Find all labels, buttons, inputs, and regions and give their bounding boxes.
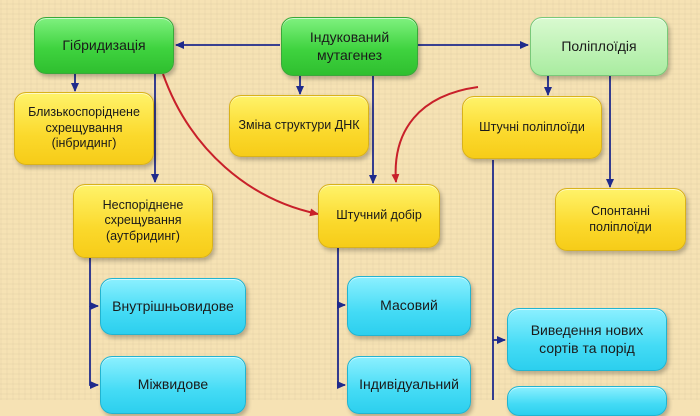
- node-intraspecific: Внутрішньовидове: [100, 278, 246, 335]
- node-artificial-polyploids: Штучні поліплоїди: [462, 96, 602, 159]
- node-inbreeding: Близькоспоріднене схрещування (інбридинг…: [14, 92, 154, 165]
- arrow-polyploids-to-new-varieties: [492, 160, 506, 344]
- arrow-outbreeding-to-intraspecific: [89, 258, 99, 310]
- red-arrow-polyploids-to-selection: [391, 86, 479, 183]
- node-individual-selection: Індивідуальний: [347, 356, 471, 414]
- red-arrow-hybridization-to-selection: [162, 73, 319, 217]
- node-outbreeding: Неспоріднене схрещування (аутбридинг): [73, 184, 213, 258]
- node-hybridization: Гібридизація: [34, 17, 174, 74]
- arrow-selection-to-mass: [337, 248, 346, 309]
- node-induced-mutagenesis: Індукований мутагенез: [281, 17, 418, 76]
- node-polyploidy: Поліплоїдія: [530, 17, 668, 76]
- arrow-selection-to-individual: [337, 305, 346, 389]
- arrow-outbreeding-to-interspecific: [89, 306, 99, 389]
- node-artificial-selection: Штучний добір: [318, 184, 440, 248]
- node-partial-bottom: [507, 386, 667, 416]
- connector-layer: [71, 41, 614, 400]
- node-dna-structure-change: Зміна структури ДНК: [229, 95, 369, 157]
- node-new-varieties: Виведення нових сортів та порід: [507, 308, 667, 371]
- node-mass-selection: Масовий: [347, 276, 471, 336]
- node-spontaneous-polyploids: Спонтанні поліплоїди: [555, 188, 686, 251]
- node-interspecific: Міжвидове: [100, 356, 246, 414]
